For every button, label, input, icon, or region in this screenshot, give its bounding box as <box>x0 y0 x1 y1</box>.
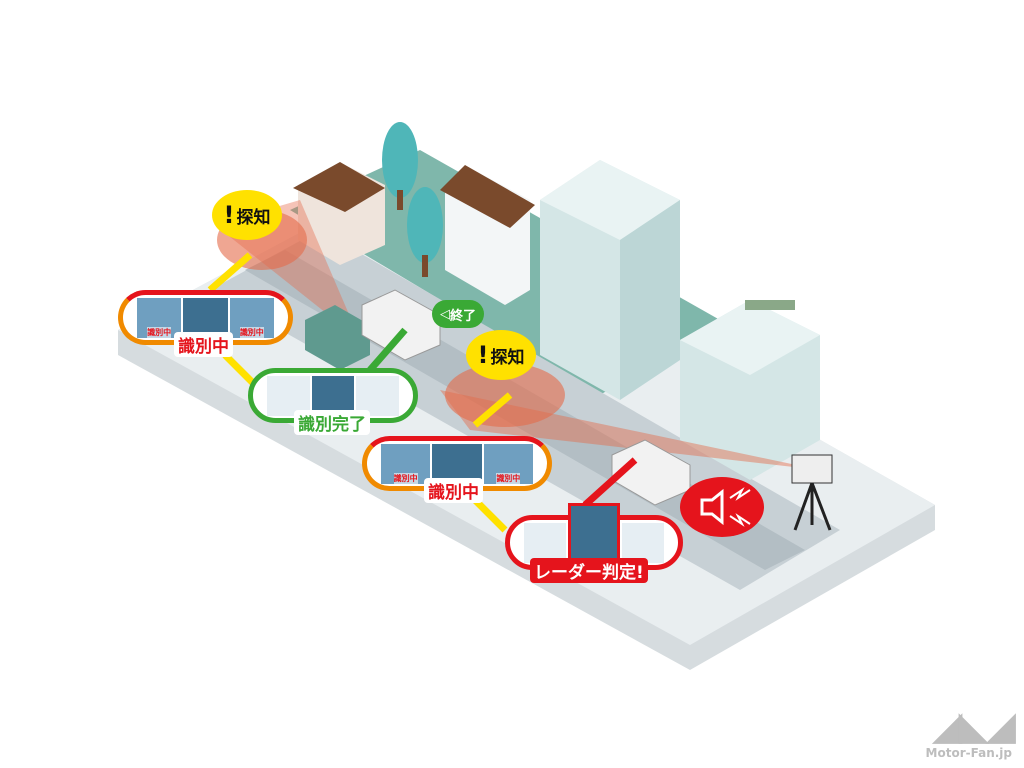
office-building <box>540 160 680 400</box>
speaker-icon <box>700 488 724 526</box>
radar-judgement-label: レーダー判定! <box>530 558 648 583</box>
radar-panel <box>568 502 620 565</box>
house-1 <box>293 162 385 265</box>
radar-tripod <box>791 454 833 531</box>
alert-wave-icon <box>729 487 751 501</box>
detect-bubble-2: !探知 <box>466 330 536 380</box>
image-panel <box>432 443 482 484</box>
image-panel <box>267 375 310 416</box>
image-panel: 識別中 <box>483 443 533 484</box>
ended-tag: ◁終了 <box>432 300 484 328</box>
ended-label: 終了 <box>449 308 476 324</box>
red-arrow <box>582 457 638 508</box>
image-panel <box>524 522 567 563</box>
identified-label: 識別完了 <box>294 410 370 435</box>
image-panel: 識別中 <box>137 297 182 338</box>
identifying-label-2: 識別中 <box>424 478 483 503</box>
logo-mark: ◢◣◢ <box>931 703 1016 749</box>
detect-label: 探知 <box>236 207 271 228</box>
logo-text: Motor-Fan.jp <box>925 746 1012 760</box>
motor-fan-logo: ◢◣◢ Motor-Fan.jp <box>925 703 1016 760</box>
image-panel <box>183 297 228 338</box>
image-panel <box>356 375 400 416</box>
low-building <box>680 300 820 480</box>
image-panel <box>621 522 664 563</box>
image-panel <box>311 375 355 416</box>
bus <box>305 305 370 370</box>
house-2 <box>440 165 535 305</box>
detect-bubble-1: !探知 <box>212 190 282 240</box>
image-panel: 識別中 <box>229 297 274 338</box>
green-arrow <box>367 327 408 373</box>
tree-2 <box>407 187 443 277</box>
tree-1 <box>382 122 418 210</box>
image-panel: 識別中 <box>381 443 431 484</box>
detect-label: 探知 <box>490 347 525 368</box>
white-van <box>361 289 441 361</box>
flow-arrows-yellow <box>207 252 513 533</box>
identifying-label-1: 識別中 <box>174 332 233 357</box>
